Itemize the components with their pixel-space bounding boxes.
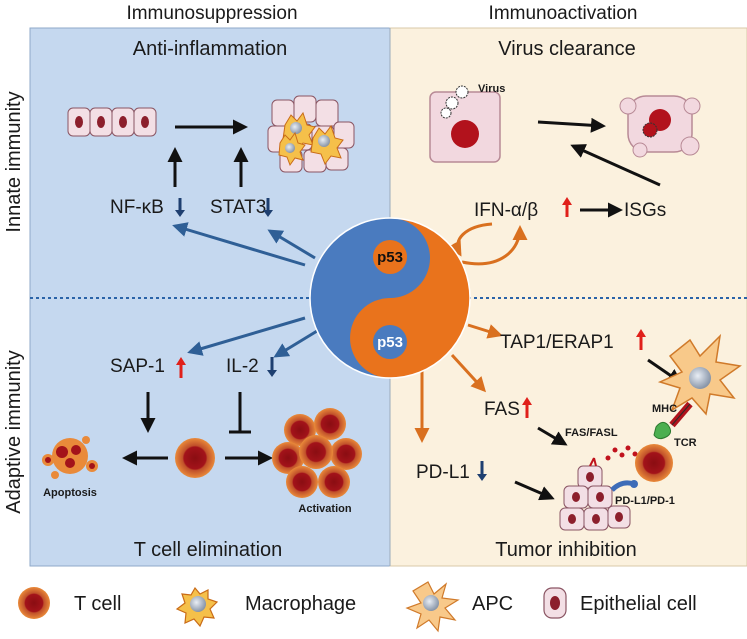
legend-apc-icon bbox=[405, 581, 460, 633]
arrow-p53-to-stat3 bbox=[267, 229, 316, 260]
pdl1-pd1-complex bbox=[610, 480, 638, 492]
arrow-ifn-to-p53 bbox=[447, 222, 493, 257]
label-pdl1-pd1: PD-L1/PD-1 bbox=[615, 495, 675, 507]
up-arrow-fas bbox=[522, 397, 532, 418]
label-tcr: TCR bbox=[674, 437, 697, 449]
arrow-p53-to-tap1 bbox=[467, 323, 503, 339]
p53-dot-bottom bbox=[373, 325, 407, 359]
infected-cell bbox=[429, 85, 501, 163]
header-immunoactivation: Immunoactivation bbox=[489, 3, 638, 24]
arrow-pdl1-to-tumor bbox=[514, 480, 555, 501]
down-arrow-pdl1 bbox=[477, 461, 487, 481]
header-immunosuppression: Immunosuppression bbox=[126, 3, 297, 24]
section-title-t-cell-elimination: T cell elimination bbox=[134, 539, 283, 561]
legend-epithelial-icon bbox=[543, 587, 567, 619]
molecule-isgs: ISGs bbox=[624, 200, 666, 221]
down-arrow-il2 bbox=[267, 357, 277, 377]
label-mhc: MHC bbox=[652, 403, 677, 415]
label-activation: Activation bbox=[298, 503, 351, 515]
legend-macrophage-icon bbox=[175, 586, 219, 628]
section-title-anti-inflammation: Anti-inflammation bbox=[133, 38, 288, 60]
up-arrow-sap1 bbox=[176, 357, 186, 378]
legend-tcell-icon bbox=[18, 587, 50, 619]
label-fas-fasl: FAS/FASL bbox=[565, 427, 618, 439]
arrow-p53-to-ifn bbox=[461, 225, 528, 266]
tcell-center bbox=[175, 438, 215, 478]
molecule-il2: IL-2 bbox=[226, 356, 259, 377]
arrow-isgs-to-virus bbox=[570, 144, 661, 187]
up-arrow-tap1 bbox=[636, 329, 646, 350]
arrow-p53-to-nfkb bbox=[172, 222, 306, 267]
molecule-tap1: TAP1/ERAP1 bbox=[500, 332, 614, 353]
down-arrow-nfkb bbox=[175, 198, 185, 217]
p53-label-top: p53 bbox=[377, 249, 403, 266]
arrow-p53-to-il2 bbox=[273, 326, 323, 358]
p53-label-bottom: p53 bbox=[377, 334, 403, 351]
molecule-pdl1: PD-L1 bbox=[416, 462, 470, 483]
fasl-dots bbox=[605, 445, 638, 461]
apc-cell bbox=[657, 333, 742, 416]
label-virus: Virus bbox=[478, 83, 505, 95]
arrow-infected-to-cleared bbox=[537, 117, 606, 133]
apoptotic-tcell bbox=[42, 436, 98, 479]
molecule-stat3: STAT3 bbox=[210, 197, 266, 218]
molecule-fas: FAS bbox=[484, 399, 520, 420]
side-label-innate: Innate immunity bbox=[3, 91, 25, 232]
arrow-fas-to-tumor bbox=[537, 426, 568, 446]
inflamed-tissue-cluster bbox=[267, 95, 355, 173]
up-arrow-ifn bbox=[562, 197, 572, 217]
section-title-virus-clearance: Virus clearance bbox=[498, 38, 635, 60]
section-title-tumor-inhibition: Tumor inhibition bbox=[495, 539, 637, 561]
epithelial-cell-row bbox=[67, 107, 157, 137]
molecule-nfkb: NF-κB bbox=[110, 197, 164, 218]
molecule-ifn: IFN-α/β bbox=[474, 200, 538, 221]
p53-dot-top bbox=[373, 240, 407, 274]
side-label-adaptive: Adaptive immunity bbox=[3, 350, 25, 513]
legend-macrophage-label: Macrophage bbox=[245, 593, 356, 615]
legend-tcell-label: T cell bbox=[74, 593, 121, 615]
down-arrow-stat3 bbox=[263, 198, 273, 217]
tumor-cell-cluster bbox=[559, 457, 631, 531]
activated-tcell-cluster bbox=[272, 408, 362, 498]
cleared-cell bbox=[619, 95, 701, 158]
tcell-effector bbox=[635, 444, 673, 482]
arrow-p53-to-sap1 bbox=[187, 316, 306, 356]
p53-yin-yang: p53 p53 bbox=[309, 217, 471, 379]
label-apoptosis: Apoptosis bbox=[43, 487, 97, 499]
legend-epithelial-label: Epithelial cell bbox=[580, 593, 697, 615]
legend: T cell Macrophage APC Epithelial cell bbox=[18, 581, 697, 633]
arrow-p53-to-fas bbox=[450, 353, 487, 393]
inhibit-il2 bbox=[229, 392, 251, 434]
mhc-tcr-complex bbox=[653, 401, 693, 440]
molecule-sap1: SAP-1 bbox=[110, 356, 165, 377]
legend-apc-label: APC bbox=[472, 593, 513, 615]
